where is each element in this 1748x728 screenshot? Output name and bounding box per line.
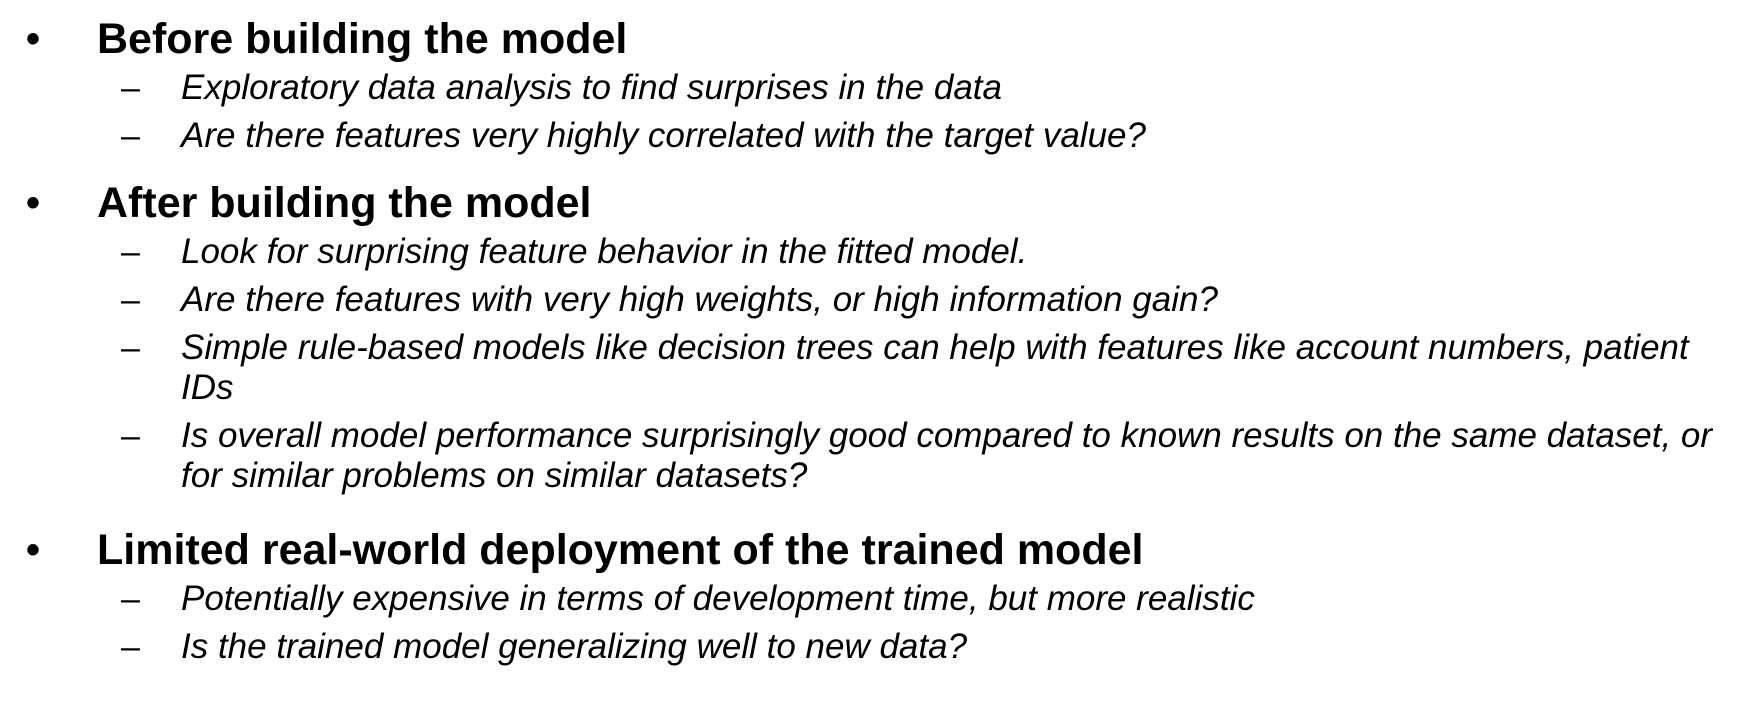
sub-item: – Are there features with very high weig… <box>0 276 1721 324</box>
bullet-icon: • <box>26 181 41 225</box>
dash-icon: – <box>121 117 140 155</box>
section-limited-deployment: • Limited real-world deployment of the t… <box>0 525 1721 671</box>
sub-item: – Are there features very highly correla… <box>0 112 1721 160</box>
sub-item-text: Are there features with very high weight… <box>181 280 1218 319</box>
sub-item: – Exploratory data analysis to find surp… <box>0 64 1721 112</box>
dash-icon: – <box>121 580 140 618</box>
dash-icon: – <box>121 417 140 455</box>
section-before-building: • Before building the model – Explorator… <box>0 14 1721 160</box>
sub-item-text: Is overall model performance surprisingl… <box>181 416 1713 495</box>
dash-icon: – <box>121 69 140 107</box>
dash-icon: – <box>121 628 140 666</box>
dash-icon: – <box>121 329 140 367</box>
sub-item-text: Simple rule-based models like decision t… <box>181 328 1689 407</box>
bullet-icon: • <box>26 17 41 61</box>
heading-after-building: • After building the model <box>0 178 1721 228</box>
heading-limited-deployment: • Limited real-world deployment of the t… <box>0 525 1721 575</box>
sub-item: – Is the trained model generalizing well… <box>0 623 1721 671</box>
heading-text: After building the model <box>97 179 592 227</box>
sub-item-text: Are there features very highly correlate… <box>181 116 1146 155</box>
section-after-building: • After building the model – Look for su… <box>0 178 1721 500</box>
sub-item: – Simple rule-based models like decision… <box>0 324 1721 412</box>
sub-item-text: Is the trained model generalizing well t… <box>181 627 968 666</box>
sub-item: – Potentially expensive in terms of deve… <box>0 575 1721 623</box>
sub-item: – Is overall model performance surprisin… <box>0 412 1721 500</box>
sub-item-text: Exploratory data analysis to find surpri… <box>181 68 1002 107</box>
sub-item-text: Look for surprising feature behavior in … <box>181 232 1028 271</box>
sub-item-text: Potentially expensive in terms of develo… <box>181 579 1255 618</box>
dash-icon: – <box>121 233 140 271</box>
heading-before-building: • Before building the model <box>0 14 1721 64</box>
heading-text: Limited real-world deployment of the tra… <box>97 526 1144 574</box>
bullet-icon: • <box>26 528 41 572</box>
dash-icon: – <box>121 281 140 319</box>
heading-text: Before building the model <box>97 15 628 63</box>
sub-item: – Look for surprising feature behavior i… <box>0 228 1721 276</box>
